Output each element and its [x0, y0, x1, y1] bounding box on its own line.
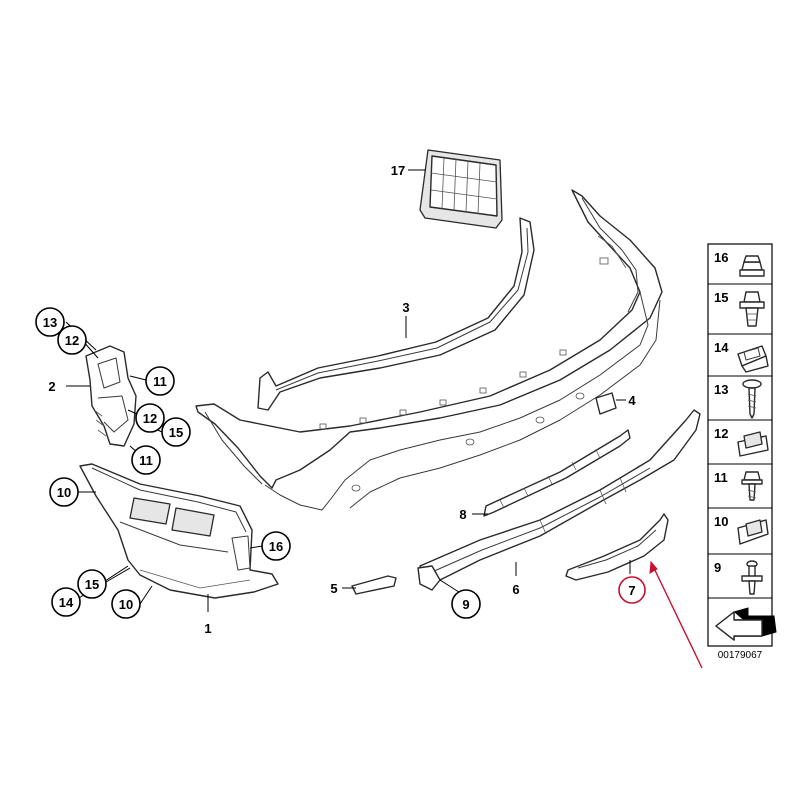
callout-10: 10: [49, 477, 79, 507]
expanding-nut-icon: [739, 291, 765, 327]
label-1: 1: [204, 621, 211, 636]
clip-nut-icon: [737, 345, 769, 373]
svg-text:15: 15: [85, 577, 99, 592]
spring-nut-icon: [737, 519, 769, 545]
legend-item-9: 9: [714, 560, 763, 595]
svg-text:10: 10: [57, 485, 71, 500]
svg-text:8: 8: [459, 507, 466, 522]
callout-13: 13: [35, 307, 65, 337]
part-17-grille: [419, 149, 503, 229]
svg-text:4: 4: [628, 393, 636, 408]
callout-7-highlighted: 7: [618, 576, 646, 604]
svg-text:15: 15: [169, 425, 183, 440]
legend-item-11: 11: [714, 470, 763, 501]
fastener-legend: 16 15 14 13: [707, 243, 777, 647]
part-5-small-piece: [351, 575, 397, 595]
label-6: 6: [512, 582, 519, 597]
svg-text:12: 12: [143, 411, 157, 426]
callout-11: 11: [145, 366, 175, 396]
highlight-arrow: [649, 560, 703, 669]
svg-text:12: 12: [65, 333, 79, 348]
callout-10: 10: [111, 589, 141, 619]
svg-text:17: 17: [391, 163, 405, 178]
label-4: 4: [628, 393, 636, 408]
svg-text:10: 10: [714, 514, 728, 529]
part-7-trim: [565, 513, 669, 581]
part-8-trim-strip: [483, 429, 631, 517]
svg-text:14: 14: [59, 595, 74, 610]
label-17: 17: [391, 163, 405, 178]
svg-text:12: 12: [714, 426, 728, 441]
svg-text:14: 14: [714, 340, 729, 355]
part-3-upper-trim: [257, 217, 535, 411]
svg-text:16: 16: [714, 250, 728, 265]
svg-text:11: 11: [714, 470, 728, 485]
hex-screw-icon: [741, 471, 763, 501]
label-8: 8: [459, 507, 466, 522]
svg-text:3: 3: [402, 300, 409, 315]
callout-9: 9: [451, 589, 481, 619]
callout-12: 12: [57, 325, 87, 355]
callout-15: 15: [77, 569, 107, 599]
svg-text:9: 9: [462, 597, 469, 612]
part-1-side-trim: [79, 463, 279, 599]
svg-text:1: 1: [204, 621, 211, 636]
svg-text:10: 10: [119, 597, 133, 612]
svg-text:2: 2: [48, 379, 55, 394]
svg-text:9: 9: [714, 560, 721, 575]
svg-text:6: 6: [512, 582, 519, 597]
legend-item-12: 12: [714, 426, 769, 457]
svg-text:13: 13: [43, 315, 57, 330]
flange-nut-icon: [739, 255, 765, 277]
rivet-screw-icon: [741, 560, 763, 595]
legend-item-15: 15: [714, 290, 765, 327]
direction-arrow-icon: [715, 607, 777, 641]
legend-item-16: 16: [714, 250, 765, 277]
drawing-number: 00179067: [718, 650, 763, 661]
legend-item-13: 13: [714, 379, 762, 419]
callout-14: 14: [51, 587, 81, 617]
svg-text:7: 7: [628, 583, 635, 598]
callout-15: 15: [161, 417, 191, 447]
svg-text:11: 11: [153, 374, 167, 389]
label-5: 5: [330, 581, 337, 596]
self-tapping-screw-icon: [742, 379, 762, 419]
legend-item-10: 10: [714, 514, 769, 545]
svg-text:15: 15: [714, 290, 728, 305]
svg-text:5: 5: [330, 581, 337, 596]
callout-12: 12: [135, 403, 165, 433]
svg-text:13: 13: [714, 382, 728, 397]
label-2: 2: [48, 379, 55, 394]
part-2-bracket: [85, 345, 137, 447]
bumper-cover: [195, 189, 663, 511]
svg-text:16: 16: [269, 539, 283, 554]
callout-16: 16: [261, 531, 291, 561]
part-6-diffuser: [417, 409, 701, 591]
callout-11: 11: [131, 445, 161, 475]
part-4-cap: [595, 392, 617, 415]
legend-item-14: 14: [714, 340, 769, 373]
label-3: 3: [402, 300, 409, 315]
u-nut-icon: [737, 431, 769, 457]
svg-text:11: 11: [139, 453, 153, 468]
